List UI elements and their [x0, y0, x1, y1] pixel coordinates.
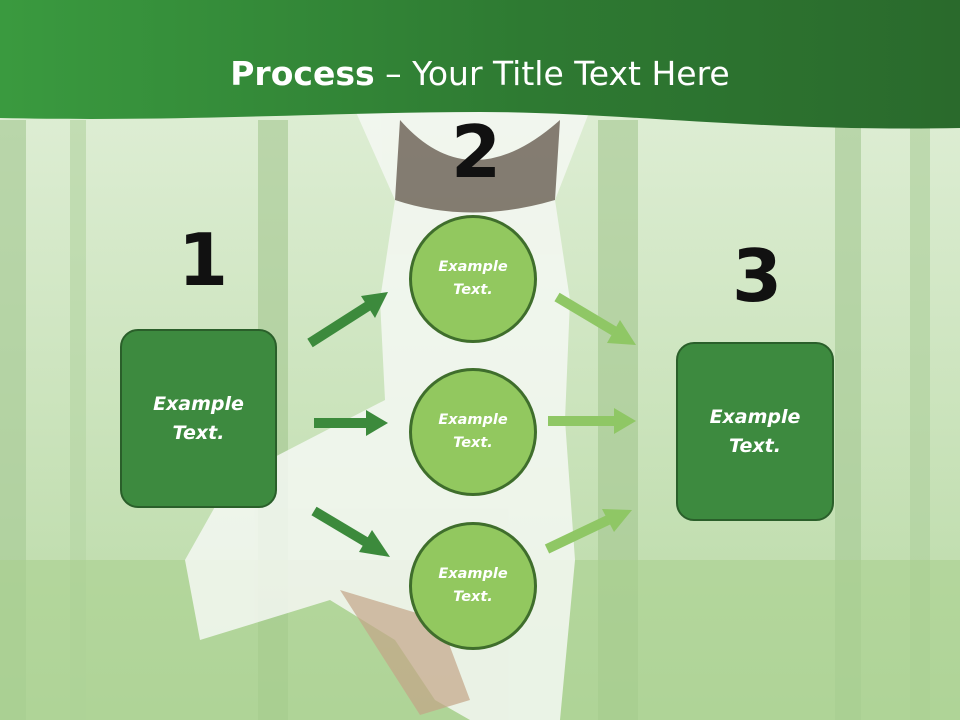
arrow-circle-1-to-3	[554, 292, 617, 336]
step-3-box[interactable]: Example Text.	[676, 342, 834, 521]
step-2-circle-1[interactable]: Example Text.	[409, 215, 537, 343]
arrow-head-3a	[607, 320, 636, 345]
circle-3-line2: Text.	[453, 589, 493, 605]
step-3-line1: Example	[709, 405, 801, 428]
title-bold: Process	[230, 54, 375, 93]
arrow-head-1b	[366, 410, 388, 436]
step-2-number: 2	[451, 110, 502, 194]
circle-1-line2: Text.	[453, 282, 493, 298]
step-2-circle-3[interactable]: Example Text.	[409, 522, 537, 650]
step-1-line2: Text.	[172, 421, 225, 444]
step-3-number: 3	[732, 234, 783, 318]
arrow-head-3c	[602, 509, 632, 532]
arrow-head-1a	[361, 292, 388, 318]
arrow-1-to-circle-3	[311, 506, 369, 547]
circle-2-line2: Text.	[453, 435, 493, 451]
circle-3-line1: Example	[438, 566, 508, 582]
arrow-circle-3-to-3	[544, 515, 611, 554]
arrow-head-1c	[359, 530, 390, 557]
title-rest: – Your Title Text Here	[374, 54, 730, 93]
circle-1-line1: Example	[438, 259, 508, 275]
page-title: Process – Your Title Text Here	[0, 52, 960, 96]
step-1-line1: Example	[153, 392, 244, 415]
arrow-1-to-circle-1	[307, 301, 371, 348]
step-2-circle-2[interactable]: Example Text.	[409, 368, 537, 496]
step-1-number: 1	[178, 218, 229, 302]
circle-2-line1: Example	[438, 412, 508, 428]
step-1-box[interactable]: Example Text.	[120, 329, 277, 508]
step-3-line2: Text.	[729, 434, 781, 457]
arrow-head-3b	[614, 408, 636, 434]
